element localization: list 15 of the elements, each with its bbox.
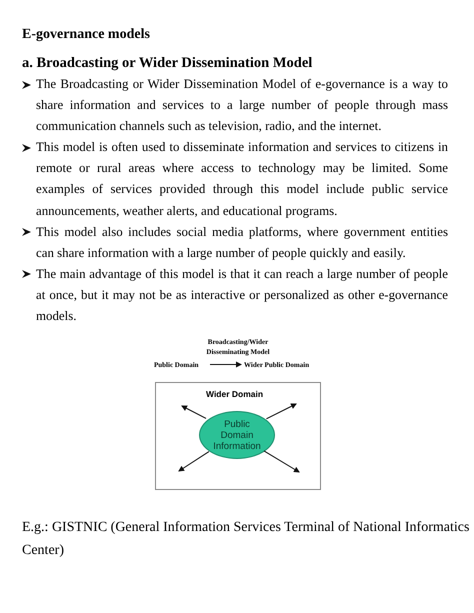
arrow: [266, 404, 297, 420]
page-heading: E-governance models: [22, 26, 150, 44]
bullet-paragraph: The Broadcasting or Wider Dissemination Model of e-governance is a way to share information and services to a large number of people through mass communication channels such as television, radio, and the internet.: [36, 76, 448, 136]
arrow: [178, 451, 210, 472]
arrow: [210, 362, 242, 368]
section-heading: a. Broadcasting or Wider Dissemination Model: [22, 54, 312, 73]
box-heading: Wider Domain: [206, 390, 264, 398]
bullet-paragraph: The main advantage of this model is that it can reach a large number of people at once, but it may not be as interactive or personalized as other e-governance models.: [36, 266, 448, 326]
example-note: E.g.: GISTNIC (General Information Services Terminal of National Informatics Center): [22, 519, 470, 560]
arrow: [264, 450, 300, 473]
info-ellipse: Public Domain Information: [199, 411, 275, 459]
arrow: [181, 406, 207, 419]
domain-box: [155, 382, 321, 490]
bullet-paragraph: This model is often used to disseminate information and services to citizens in remote or rural areas where access to technology may be limited. Some examples of services provided through this model include public service announcements, weather alerts, and educational programs.: [36, 139, 448, 220]
bullet-paragraph: This model also includes social media platforms, where government entities can share information with a large number of people quickly and easily.: [36, 224, 448, 262]
